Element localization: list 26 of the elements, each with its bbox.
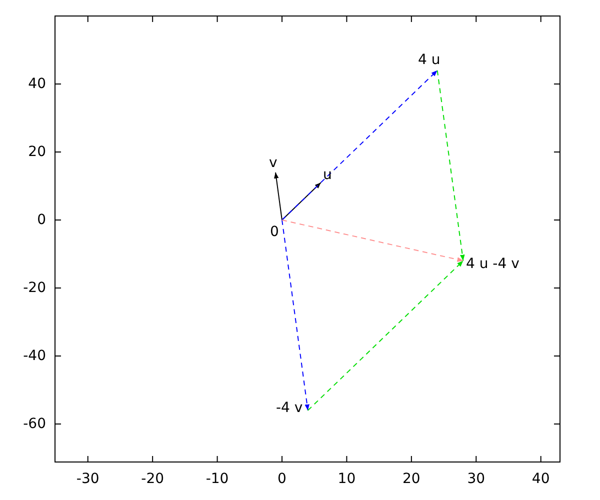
vector-arrow <box>274 172 282 220</box>
tick-label: 10 <box>336 470 357 488</box>
tick-label: -60 <box>22 415 46 433</box>
vector-arrow <box>436 70 465 262</box>
point-label: 4 u -4 v <box>466 255 520 273</box>
point-label: v <box>269 154 278 172</box>
vector-arrow <box>307 260 464 411</box>
tick-label: -40 <box>22 347 46 365</box>
tick-label: 40 <box>27 75 46 93</box>
point-label: -4 v <box>276 399 303 417</box>
tick-label: 20 <box>401 470 422 488</box>
tick-label: -30 <box>75 470 100 488</box>
point-label: 4 u <box>418 51 440 69</box>
tick-label: 0 <box>276 470 288 488</box>
tick-label: -20 <box>140 470 166 488</box>
tick-label: -10 <box>204 470 230 488</box>
tick-label: 30 <box>466 470 486 488</box>
vector-arrow <box>282 220 310 411</box>
vector-arrow <box>282 70 438 220</box>
tick-label: 0 <box>36 211 46 229</box>
tick-label: -20 <box>22 279 46 297</box>
tick-label: 40 <box>530 470 551 488</box>
tick-label: 20 <box>27 143 46 161</box>
point-label: 0 <box>270 223 279 241</box>
point-label: u <box>323 166 332 184</box>
vector-arrow <box>282 220 464 262</box>
